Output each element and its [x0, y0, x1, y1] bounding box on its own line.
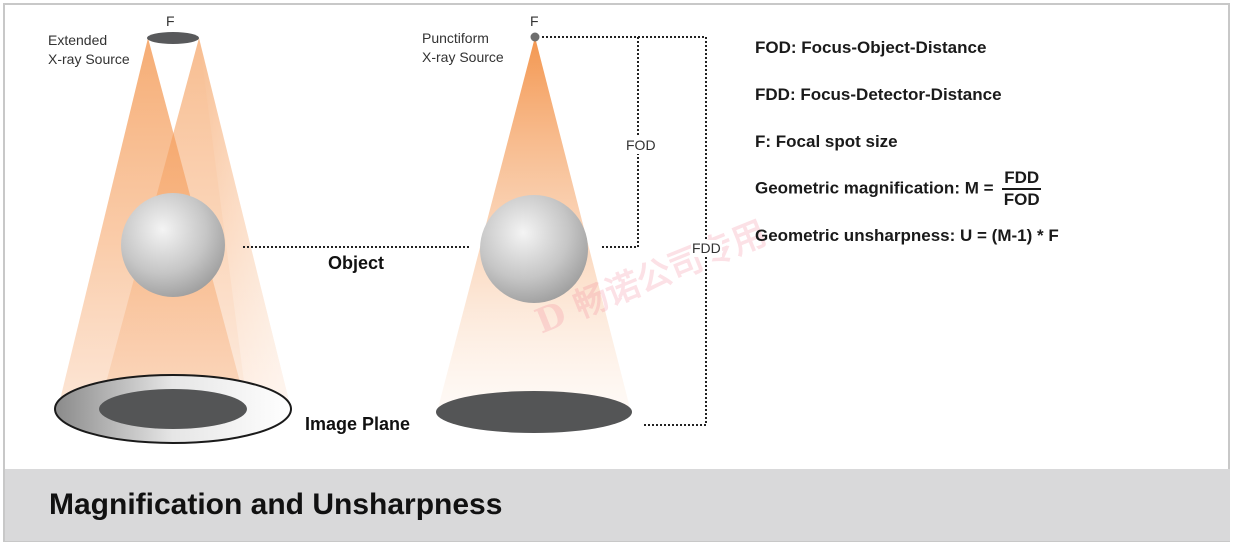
fdd-dimension-label: FDD — [691, 240, 722, 257]
punctiform-focal-point — [530, 32, 540, 42]
right-object-sphere — [480, 195, 588, 303]
left-object-sphere — [121, 193, 225, 297]
left-image-shadow — [99, 389, 247, 429]
punctiform-source-group — [436, 32, 632, 433]
left-beam-fade — [199, 38, 290, 412]
extended-source-label-line1: Extended — [48, 32, 108, 48]
fod-dimension-label: FOD — [625, 137, 657, 154]
magnification-numerator: FDD — [1002, 168, 1042, 190]
definition-unsharpness: Geometric unsharpness: U = (M-1) * F — [755, 226, 1059, 245]
punctiform-source-label-line2: X-ray Source — [422, 49, 504, 65]
right-image-shadow — [436, 391, 632, 433]
footer-title: Magnification and Unsharpness — [49, 488, 503, 521]
definition-magnification: Geometric magnification: M = FDD FOD — [755, 168, 1042, 210]
magnification-prefix: Geometric magnification: M = — [755, 178, 994, 198]
punctiform-source-label-line1: Punctiform — [422, 30, 489, 46]
extended-focal-spot — [147, 32, 199, 44]
extended-source-group — [54, 32, 292, 444]
footer-bar: Magnification and Unsharpness — [5, 469, 1230, 541]
definition-f: F: Focal spot size — [755, 132, 898, 151]
magnification-fraction: FDD FOD — [1002, 168, 1042, 210]
magnification-denominator: FOD — [1003, 190, 1040, 209]
fdd-dimension-line — [542, 36, 707, 426]
extended-focal-label: F — [166, 13, 175, 29]
extended-source-label-line2: X-ray Source — [48, 51, 130, 67]
definition-fod: FOD: Focus-Object-Distance — [755, 38, 987, 57]
object-label: Object — [328, 253, 385, 273]
definition-fdd: FDD: Focus-Detector-Distance — [755, 85, 1002, 104]
image-plane-label: Image Plane — [305, 414, 411, 434]
punctiform-focal-label: F — [530, 13, 539, 29]
